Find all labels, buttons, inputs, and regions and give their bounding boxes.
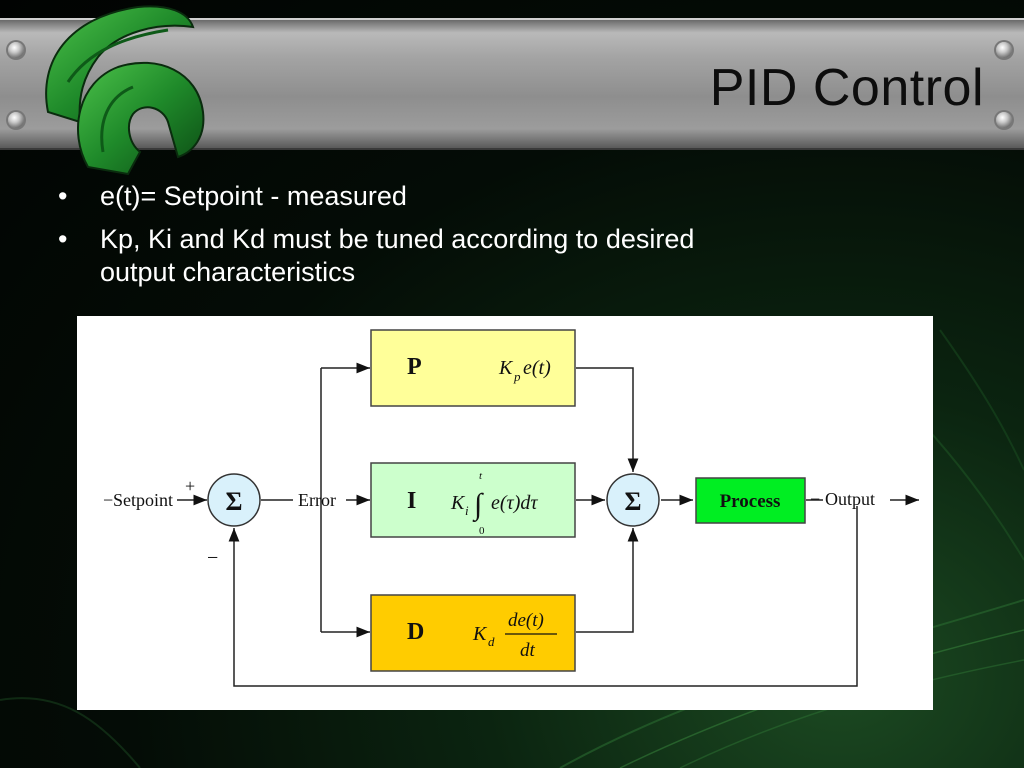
process-label: Process	[720, 491, 781, 512]
output-dash: −	[810, 489, 820, 509]
slide-title: PID Control	[709, 59, 984, 117]
i-gain-subscript: i	[465, 503, 469, 518]
sum-symbol: Σ	[226, 487, 243, 516]
bullet-text: Kp, Ki and Kd must be tuned according to…	[100, 224, 695, 287]
d-to-sum-arrow	[576, 528, 639, 633]
p-block	[370, 329, 576, 407]
rivet-decoration	[996, 112, 1012, 128]
d-gain: K	[472, 623, 488, 645]
error-label: Error	[298, 490, 336, 510]
pid-block-diagram: Σ Σ − Setpoint + − Error Output − P K p	[77, 316, 933, 710]
p-gain: K	[498, 357, 514, 379]
i-block	[370, 462, 576, 538]
d-letter: D	[407, 619, 424, 645]
integral-sign: ∫	[472, 488, 484, 523]
bullet-dot: •	[58, 181, 68, 211]
p-gain-subscript: p	[513, 369, 521, 384]
summing-junction-output	[606, 473, 660, 527]
p-to-sum-arrow	[576, 367, 639, 472]
i-gain: K	[450, 492, 466, 514]
setpoint-minus-dash: −	[103, 490, 113, 510]
setpoint-label: Setpoint	[113, 490, 173, 510]
d-numerator: de(t)	[508, 610, 544, 631]
process-block	[695, 477, 806, 524]
feedback-arrow	[228, 506, 858, 687]
output-label: Output	[825, 489, 875, 509]
bullet-dot: •	[58, 224, 68, 254]
i-letter: I	[407, 488, 416, 514]
sum-symbol: Σ	[625, 487, 642, 516]
d-denominator: dt	[520, 640, 536, 661]
summing-junction-input	[207, 473, 261, 527]
rivet-decoration	[8, 112, 24, 128]
p-expression: e(t)	[523, 357, 551, 379]
bullet-text: e(t)= Setpoint - measured	[100, 181, 407, 211]
pid-diagram-svg: Σ Σ − Setpoint + − Error Output − P K p	[103, 329, 919, 687]
integral-lower-limit: 0	[479, 525, 485, 537]
integral-upper-limit: t	[479, 470, 483, 482]
minus-sign: −	[207, 547, 218, 569]
i-expression: e(τ)dτ	[491, 492, 538, 514]
bullet-item: • Kp, Ki and Kd must be tuned according …	[58, 223, 698, 289]
p-letter: P	[407, 354, 422, 380]
plus-sign: +	[185, 476, 195, 496]
rivet-decoration	[996, 42, 1012, 58]
bullet-item: • e(t)= Setpoint - measured	[58, 180, 698, 213]
spartan-helmet-logo	[45, 5, 205, 176]
bullet-list: • e(t)= Setpoint - measured • Kp, Ki and…	[58, 180, 698, 299]
d-gain-subscript: d	[488, 634, 495, 649]
d-block	[370, 594, 576, 672]
rivet-decoration	[8, 42, 24, 58]
